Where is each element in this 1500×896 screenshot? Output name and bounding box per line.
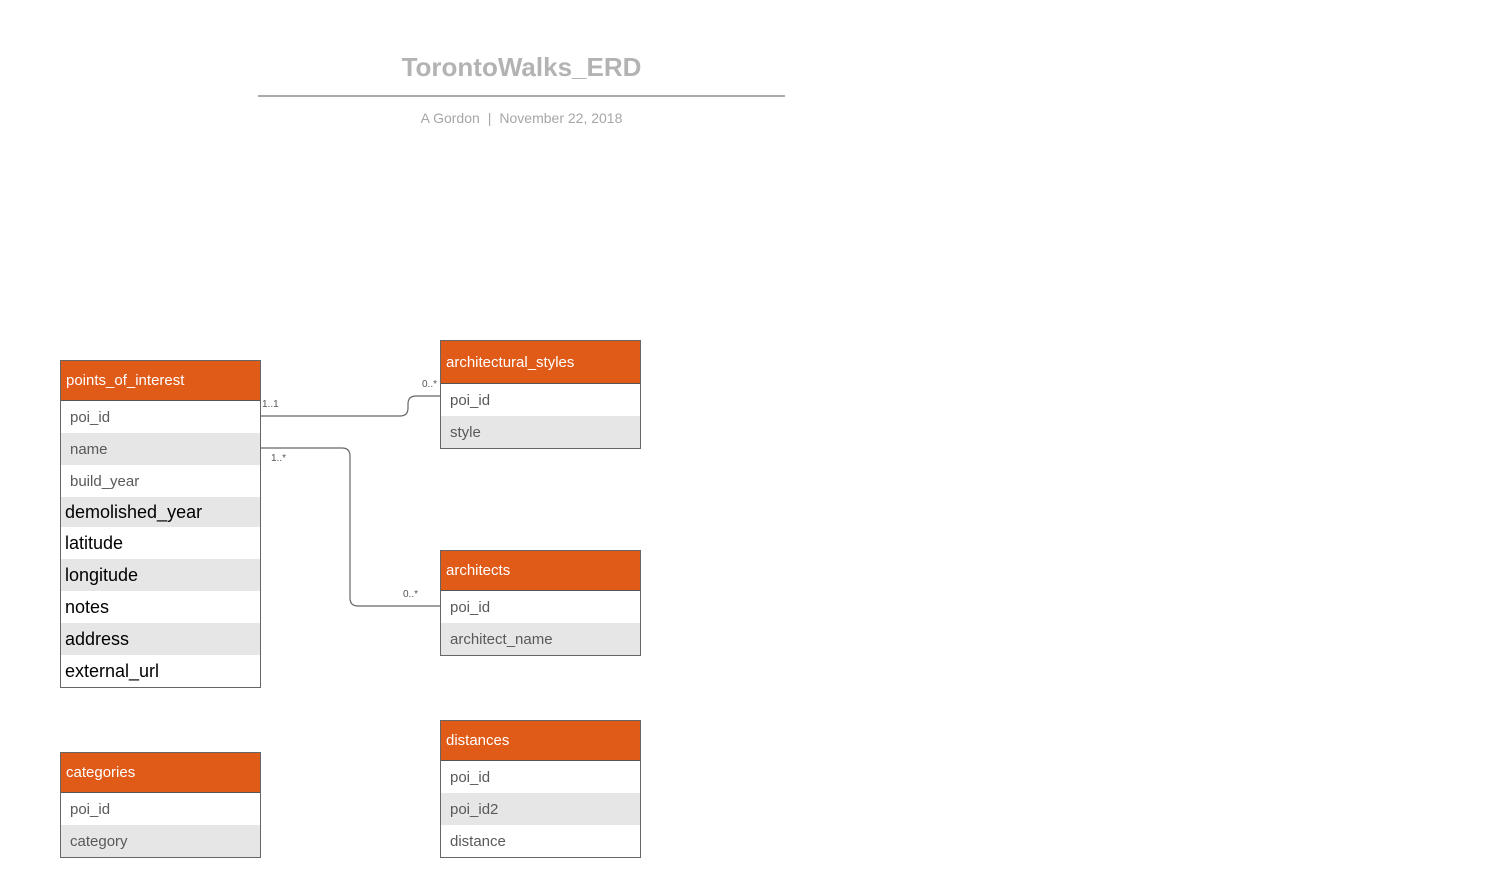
entity-points-of-interest[interactable]: points_of_interest poi_id name build_yea… — [60, 360, 261, 688]
cardinality-label: 0..* — [403, 589, 418, 600]
field-row: poi_id — [450, 768, 491, 786]
entity-architects[interactable]: architects poi_id architect_name — [440, 550, 641, 656]
entity-architectural-styles[interactable]: architectural_styles poi_id style — [440, 340, 641, 449]
entity-header: points_of_interest — [61, 361, 260, 401]
diagram-title: TorontoWalks_ERD — [401, 52, 642, 82]
relationship-line-poi-styles — [261, 395, 440, 417]
entity-header: architects — [441, 551, 640, 591]
field-row: poi_id — [70, 408, 111, 426]
field-row: poi_id — [70, 800, 111, 818]
cardinality-label: 1..1 — [262, 399, 279, 410]
field-row: latitude — [65, 532, 124, 553]
author-name: A Gordon — [420, 110, 480, 126]
field-row: name — [61, 433, 260, 465]
field-row: demolished_year — [61, 497, 260, 527]
field-row: external_url — [65, 660, 160, 681]
cardinality-label: 1..* — [271, 453, 286, 464]
field-row: category — [61, 825, 260, 857]
field-row: address — [61, 623, 260, 655]
field-row: build_year — [70, 472, 140, 490]
entity-header: categories — [61, 753, 260, 793]
entity-distances[interactable]: distances poi_id poi_id2 distance — [440, 720, 641, 858]
relationship-line-poi-architects — [261, 447, 440, 607]
cardinality-label: 0..* — [422, 379, 437, 390]
subtitle-separator: | — [487, 110, 492, 126]
diagram-subtitle: A Gordon | November 22, 2018 — [258, 110, 785, 126]
field-row: longitude — [61, 559, 260, 591]
field-row: poi_id — [450, 391, 491, 409]
field-row: poi_id — [450, 598, 491, 616]
field-row: distance — [450, 832, 506, 850]
entity-header: architectural_styles — [441, 341, 640, 384]
field-row: style — [441, 416, 640, 448]
title-divider — [258, 95, 785, 97]
entity-header: distances — [441, 721, 640, 761]
field-row: notes — [65, 596, 110, 617]
field-row: poi_id2 — [441, 793, 640, 825]
entity-categories[interactable]: categories poi_id category — [60, 752, 261, 858]
field-row: architect_name — [441, 623, 640, 655]
diagram-date: November 22, 2018 — [499, 110, 623, 126]
